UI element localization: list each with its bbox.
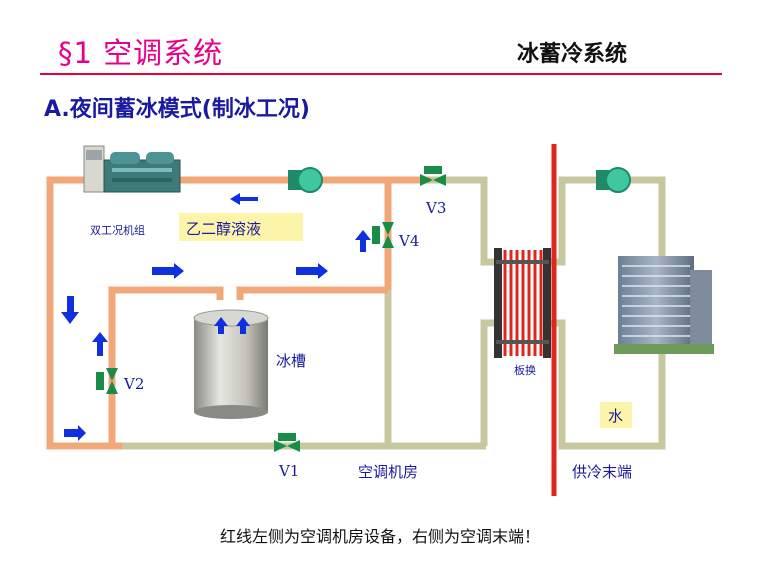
chiller-unit <box>83 145 181 193</box>
water-label: 水 <box>608 407 623 425</box>
plate-hx-label: 板换 <box>514 363 536 377</box>
chiller-label: 双工况机组 <box>90 223 145 237</box>
valve-v1 <box>274 433 300 452</box>
valve-v4-label: V4 <box>398 232 419 250</box>
section-title: §1 空调系统 <box>58 36 224 70</box>
plate-heat-exchanger <box>494 248 551 358</box>
arrow-right-2 <box>296 263 328 279</box>
idle-pipe-hx-return <box>480 319 494 446</box>
system-title: 冰蓄冷系统 <box>517 42 628 67</box>
arrow-up-v4 <box>355 230 371 252</box>
machine-room-label: 空调机房 <box>358 463 418 481</box>
arrow-right-bottom <box>64 425 86 441</box>
tank-label: 冰槽 <box>276 352 306 370</box>
arrow-up-v2 <box>92 332 108 356</box>
valve-v3 <box>420 166 446 186</box>
pump-terminal <box>596 167 631 193</box>
arrow-up-tank-left <box>214 317 228 334</box>
office-building <box>614 256 714 354</box>
valve-v2 <box>96 368 118 394</box>
arrow-left-top <box>230 193 258 205</box>
title-divider <box>40 73 722 75</box>
arrow-up-tank-right <box>236 317 250 334</box>
water-label-box <box>600 402 632 428</box>
arrow-down-left <box>61 296 79 324</box>
valve-v4 <box>372 222 394 248</box>
terminal-label: 供冷末端 <box>572 463 632 481</box>
mode-subtitle: A.夜间蓄冰模式(制冰工况) <box>44 97 310 122</box>
arrow-right-1 <box>152 263 184 279</box>
glycol-label: 乙二醇溶液 <box>186 220 261 238</box>
glycol-label-box <box>179 213 303 241</box>
ice-tank <box>193 309 269 419</box>
glycol-pipe-return-loop <box>236 286 388 300</box>
valve-v3-label: V3 <box>425 199 446 217</box>
flow-arrows <box>61 193 371 441</box>
pump-glycol <box>288 167 323 193</box>
idle-pipe-v3-to-hx <box>430 176 494 266</box>
valve-v2-label: V2 <box>123 375 144 393</box>
footer-note: 红线左侧为空调机房设备，右侧为空调末端！ <box>219 527 540 546</box>
valve-v1-label: V1 <box>278 462 299 480</box>
